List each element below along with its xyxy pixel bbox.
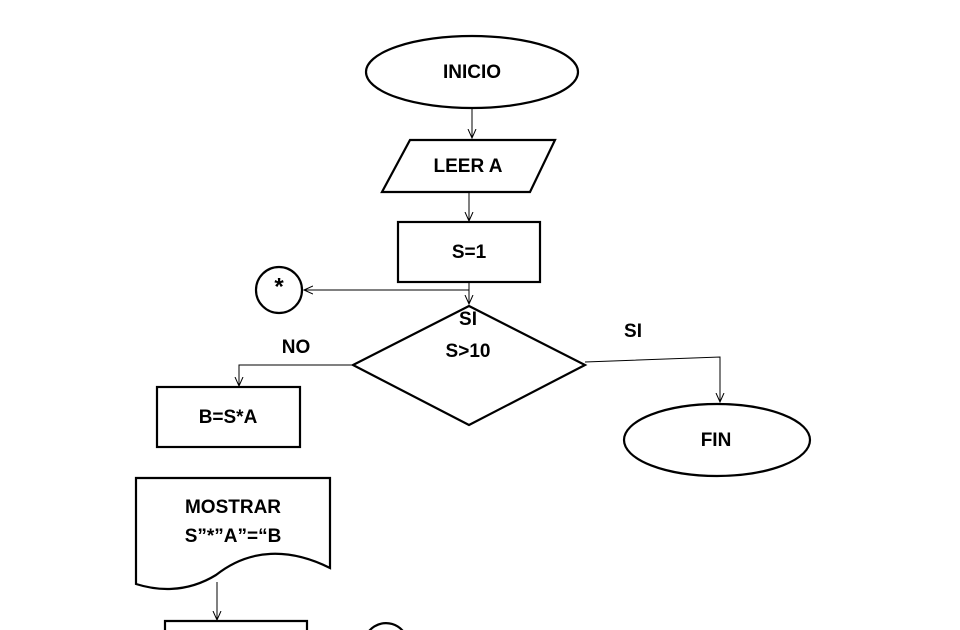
process-s-equals-1-label: S=1 [452, 242, 487, 263]
si-branch-label: SI [624, 321, 642, 342]
output-document [134, 476, 332, 590]
loop-connector [254, 265, 304, 315]
arrow-no-b [239, 364, 353, 386]
output-line1: MOSTRAR [185, 497, 281, 518]
process-b-equals-s-times-a [155, 385, 302, 449]
loop-connector-label: * [274, 273, 284, 300]
start-label: INICIO [443, 62, 501, 83]
next-process-partial [163, 619, 309, 630]
input-read-a [380, 138, 557, 194]
decision-condition-label: S>10 [446, 341, 491, 362]
bottom-connector-partial [368, 621, 404, 630]
input-read-a-label: LEER A [434, 156, 503, 177]
end-terminal [622, 402, 812, 478]
output-line2: S”*”A”=“B [185, 526, 282, 547]
end-label: FIN [701, 430, 732, 451]
no-branch-label: NO [282, 337, 311, 358]
arrow-si-fin [584, 356, 720, 402]
process-b-label: B=S*A [199, 407, 258, 428]
decision-s-greater-10 [350, 304, 588, 427]
process-s-equals-1 [396, 220, 542, 284]
decision-si-top-label: SI [459, 309, 477, 330]
